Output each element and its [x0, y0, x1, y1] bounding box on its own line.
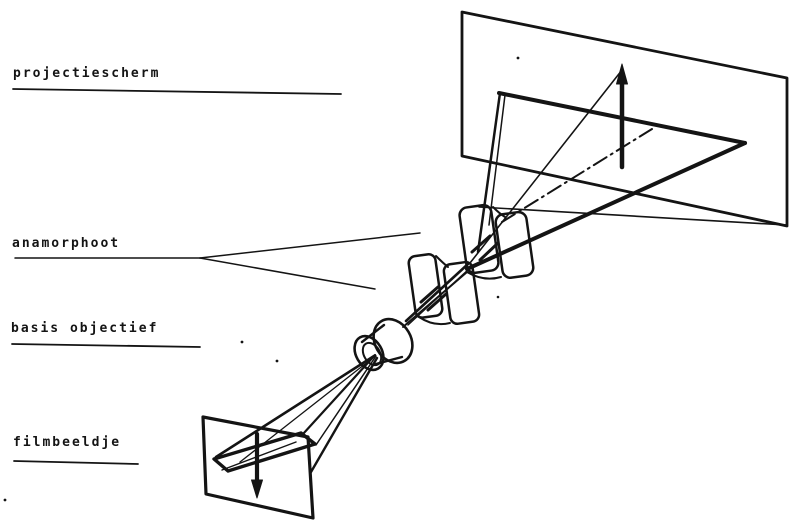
light-rays-from-film	[214, 353, 379, 474]
label-projectiescherm: projectiescherm	[13, 66, 161, 81]
label-anamorphoot: anamorphoot	[12, 236, 121, 251]
light-rays-to-screen	[469, 69, 787, 264]
lens-hatch	[478, 241, 500, 262]
lens-hatch	[419, 285, 440, 304]
speckle-dots	[3, 56, 520, 502]
screen-image-wedge	[465, 91, 747, 271]
anamorphic-lens-lower	[407, 253, 481, 326]
optical-axis-dashed	[501, 128, 653, 223]
film-image-bar	[212, 431, 317, 473]
lens-aperture	[361, 341, 383, 367]
leader-line-anamorphoot	[14, 232, 421, 290]
leader-line-projectiescherm	[12, 88, 342, 95]
leader-line-filmbeeldje	[13, 460, 139, 465]
light-rays-mid-beam	[402, 262, 471, 328]
base-objective-lens	[353, 317, 414, 372]
anamorphic-lens-upper	[458, 203, 535, 280]
label-basis-objectief: basis objectief	[11, 321, 159, 336]
lens-hatch	[470, 234, 492, 254]
film-arrow-down	[251, 431, 263, 499]
leader-line-basis-objectief	[11, 343, 201, 348]
lens-hatch	[426, 292, 448, 312]
projection-screen	[460, 10, 789, 228]
label-filmbeeldje: filmbeeldje	[13, 435, 122, 450]
